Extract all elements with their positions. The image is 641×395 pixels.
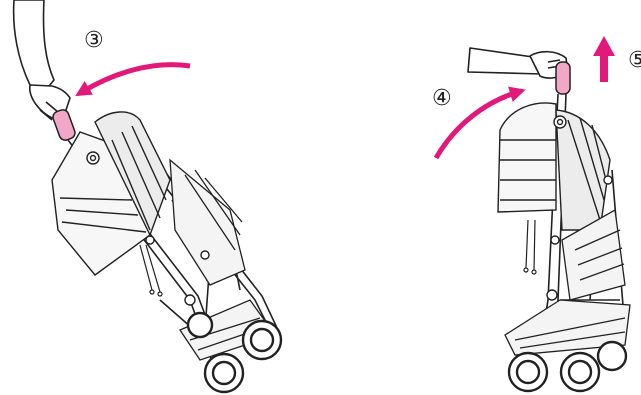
stroller-left xyxy=(14,0,281,392)
stroller-straps xyxy=(140,245,162,296)
hand-icon xyxy=(14,0,70,120)
curved-arrow-icon xyxy=(82,65,190,92)
stroller-straps xyxy=(524,220,536,274)
stroller-handle xyxy=(51,108,76,142)
up-arrow-icon xyxy=(593,36,615,82)
hand-icon xyxy=(468,48,568,78)
stroller-right xyxy=(436,36,630,391)
stroller-seat xyxy=(505,210,630,355)
stroller-handle xyxy=(556,62,570,94)
